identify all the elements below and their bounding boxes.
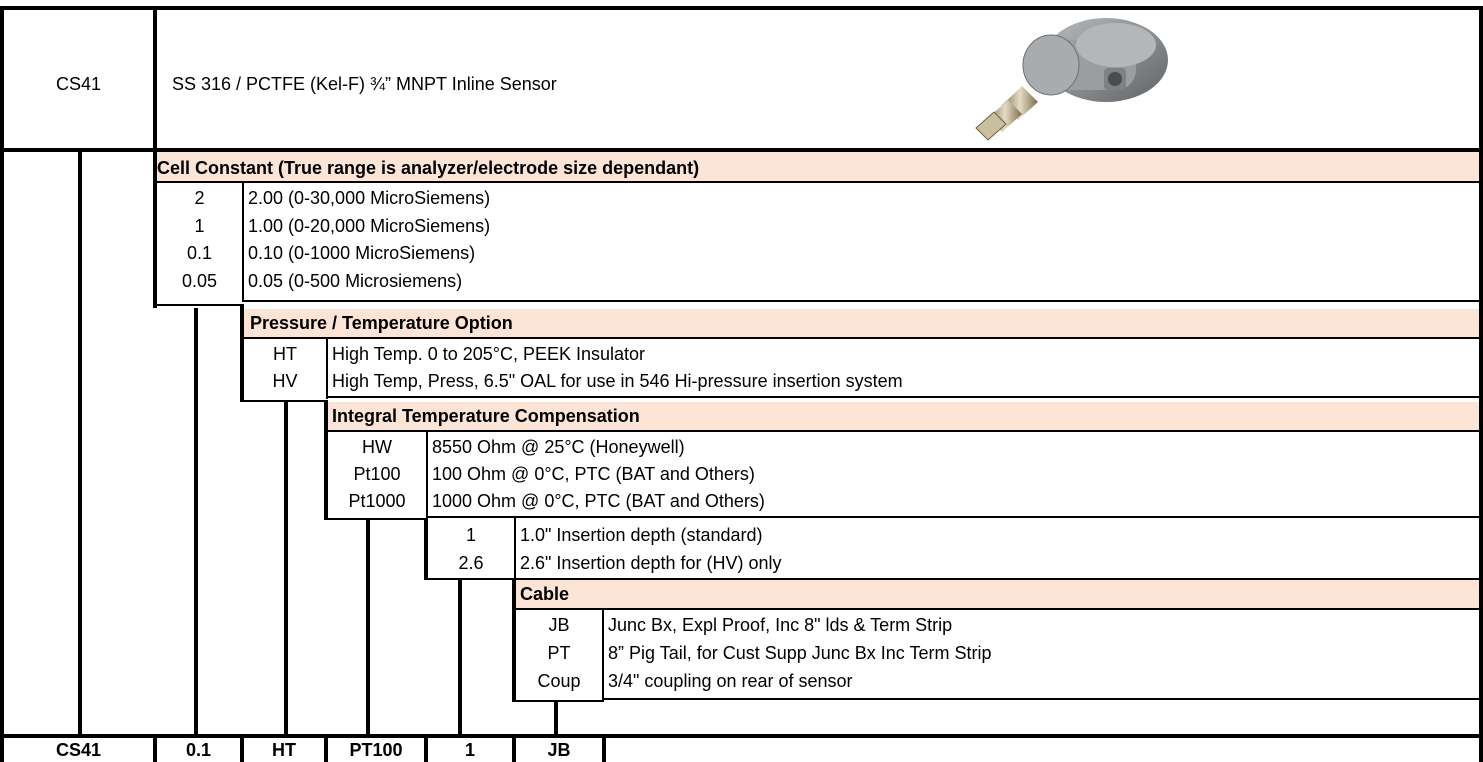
top-row-bottom (0, 148, 1483, 152)
pt-desc-ht: High Temp. 0 to 205°C, PEEK Insulator (332, 344, 646, 364)
tc-code-pt1000: Pt1000 (348, 491, 406, 511)
pt-code-ht: HT (273, 344, 297, 364)
cell-code-0.05: 0.05 (181, 271, 218, 291)
cell-desc-1: 1.00 (0-20,000 MicroSiemens) (248, 216, 491, 236)
cable-desc-jb: Junc Bx, Expl Proof, Inc 8" lds & Term S… (608, 615, 953, 635)
cell-code-2: 2 (194, 188, 205, 208)
cell-code-1: 1 (194, 216, 205, 236)
tc-desc-pt100: 100 Ohm @ 0°C, PTC (BAT and Others) (432, 464, 755, 484)
cable-code-coup: Coup (537, 671, 581, 691)
cell-desc-2: 2.00 (0-30,000 MicroSiemens) (248, 188, 491, 208)
code-temp-comp: PT100 (349, 740, 403, 760)
cable-title: Cable (520, 584, 570, 604)
pressure-temp-title: Pressure / Temperature Option (250, 313, 513, 333)
cell-desc-0.1: 0.10 (0-1000 MicroSiemens) (248, 243, 476, 263)
tc-desc-hw: 8550 Ohm @ 25°C (Honeywell) (432, 437, 685, 457)
cable-desc-coup: 3/4" coupling on rear of sensor (608, 671, 853, 691)
right-border (1479, 6, 1483, 762)
connector-tc (366, 520, 370, 734)
code-model: CS41 (55, 740, 102, 760)
cable-code-jb: JB (548, 615, 570, 635)
cable-code-pt: PT (547, 643, 571, 663)
ins-code-2.6: 2.6 (458, 553, 484, 573)
sensor-image (975, 18, 1168, 141)
cell-constant-title: Cell Constant (True range is analyzer/el… (157, 158, 700, 178)
connector-ins (458, 580, 462, 734)
code-cable: JB (547, 740, 571, 760)
pt-desc-hv: High Temp, Press, 6.5" OAL for use in 54… (332, 371, 903, 391)
temp-comp-title: Integral Temperature Compensation (332, 406, 640, 426)
product-description: SS 316 / PCTFE (Kel-F) ¾” MNPT Inline Se… (172, 74, 557, 94)
cell-code-0.1: 0.1 (186, 243, 213, 263)
tc-code-pt100: Pt100 (353, 464, 401, 484)
code-insertion: 1 (464, 740, 475, 760)
cell-desc-0.05: 0.05 (0-500 Microsiemens) (248, 271, 463, 291)
cable-desc-pt: 8” Pig Tail, for Cust Supp Junc Bx Inc T… (608, 643, 992, 663)
connector-pt (284, 402, 288, 734)
ins-desc-2.6: 2.6" Insertion depth for (HV) only (520, 553, 782, 573)
code-pressure-temp: HT (272, 740, 296, 760)
product-model: CS41 (55, 74, 102, 94)
code-row-top (0, 734, 1483, 738)
model-divider (153, 6, 157, 308)
tc-code-hw: HW (362, 437, 392, 457)
ins-desc-1: 1.0" Insertion depth (standard) (520, 525, 763, 545)
code-cell-constant: 0.1 (185, 740, 212, 760)
pt-code-hv: HV (272, 371, 298, 391)
connector-model (78, 152, 82, 734)
connector-cell (194, 308, 198, 734)
left-border (0, 6, 4, 762)
tc-desc-pt1000: 1000 Ohm @ 0°C, PTC (BAT and Others) (432, 491, 765, 511)
connector-cable (554, 702, 558, 734)
ins-code-1: 1 (465, 525, 476, 545)
